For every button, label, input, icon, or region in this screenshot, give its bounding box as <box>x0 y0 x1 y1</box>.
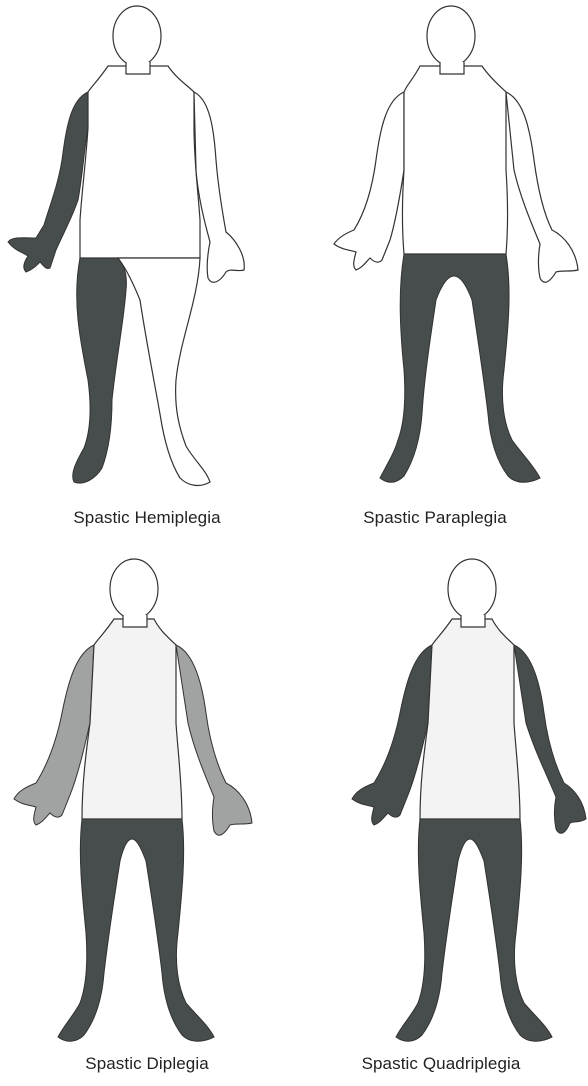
arm-right <box>334 92 404 270</box>
legs-shaded <box>396 819 552 1041</box>
figure-spastic-paraplegia: Spastic Paraplegia <box>294 0 588 543</box>
figure-spastic-hemiplegia: Spastic Hemiplegia <box>0 0 294 543</box>
legs-shaded <box>58 819 214 1041</box>
caption-spastic-paraplegia: Spastic Paraplegia <box>288 508 582 528</box>
torso <box>403 66 508 254</box>
caption-spastic-hemiplegia: Spastic Hemiplegia <box>0 508 294 528</box>
leg-right-shaded <box>73 258 127 483</box>
caption-spastic-diplegia: Spastic Diplegia <box>0 1054 294 1074</box>
arm-left <box>194 92 244 282</box>
figure-spastic-quadriplegia: Spastic Quadriplegia <box>294 543 588 1086</box>
torso <box>80 66 200 258</box>
body-diagram-diplegia <box>0 543 294 1048</box>
head <box>110 559 158 619</box>
head <box>113 6 161 66</box>
arm-left <box>506 92 578 282</box>
torso <box>420 619 520 819</box>
arm-left-light-shaded <box>176 645 252 835</box>
arm-right-shaded <box>8 92 88 272</box>
body-diagram-quadriplegia <box>294 543 588 1048</box>
legs-shaded <box>380 254 540 482</box>
head <box>427 6 475 66</box>
torso <box>82 619 182 819</box>
body-diagram-hemiplegia <box>0 0 294 500</box>
caption-spastic-quadriplegia: Spastic Quadriplegia <box>294 1054 588 1074</box>
figure-spastic-diplegia: Spastic Diplegia <box>0 543 294 1086</box>
arm-left-shaded <box>514 645 586 833</box>
body-diagram-paraplegia <box>294 0 588 500</box>
head <box>448 559 496 619</box>
leg-left <box>118 258 210 485</box>
